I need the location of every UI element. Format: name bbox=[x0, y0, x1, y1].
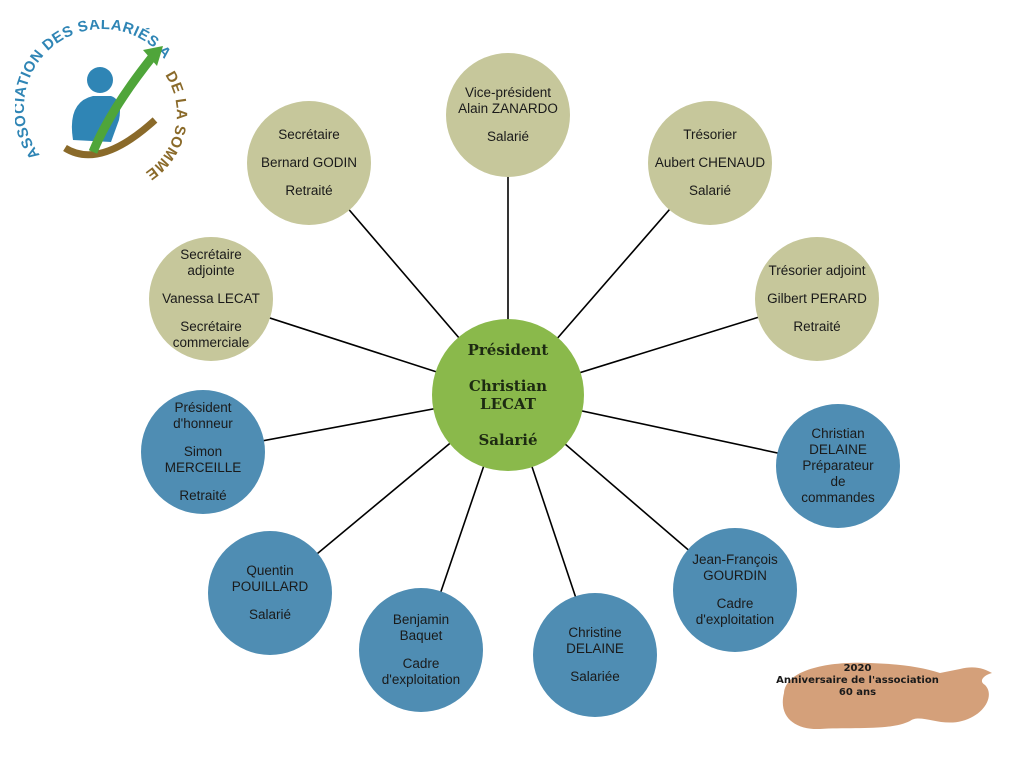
node-text-line: commerciale bbox=[172, 335, 250, 350]
node-text-line: Salarié bbox=[486, 129, 530, 144]
node-text-line: Benjamin bbox=[392, 612, 450, 627]
node-text-line: GOURDIN bbox=[703, 568, 767, 583]
badge-caption: Anniversaire de l'association bbox=[776, 675, 939, 686]
node-text-line: Secrétaire bbox=[180, 319, 242, 334]
node-text-line: Salariée bbox=[570, 669, 620, 684]
anniversary-badge-text: 2020 Anniversaire de l'association 60 an… bbox=[770, 663, 945, 699]
node-text-line: Aubert CHENAUD bbox=[654, 155, 766, 170]
node-text-line: d'honneur bbox=[173, 416, 233, 431]
anniversary-badge bbox=[782, 662, 992, 730]
node-text-line: Bernard GODIN bbox=[260, 155, 358, 170]
node-text-line: Quentin bbox=[246, 563, 294, 578]
node-text-line: Trésorier adjoint bbox=[768, 263, 866, 278]
node-text-line: DELAINE bbox=[566, 641, 624, 656]
node-text-line: Simon MERCEILLE bbox=[164, 444, 242, 475]
node-text-line: Cadre bbox=[402, 656, 440, 671]
node-text-line: POUILLARD bbox=[231, 579, 309, 594]
node-text-line: commandes bbox=[801, 490, 875, 505]
node-text-line: Président bbox=[174, 400, 232, 415]
node-text-line: Jean-François bbox=[692, 552, 778, 567]
node-text-line: Christian bbox=[811, 426, 865, 441]
node-text-line: adjointe bbox=[187, 263, 235, 278]
node-text-line: Président bbox=[467, 341, 549, 359]
badge-year: 2020 bbox=[843, 663, 872, 674]
node-text-line: Gilbert PERARD bbox=[767, 291, 867, 306]
node-text-line: Christine bbox=[568, 625, 622, 640]
node-text-line: de bbox=[830, 474, 846, 489]
node-text-line: Trésorier bbox=[683, 127, 737, 142]
node-text-line: Alain ZANARDO bbox=[458, 101, 558, 116]
node-text-line: Salarié bbox=[248, 607, 292, 622]
node-text-line: Retraité bbox=[179, 488, 227, 503]
node-text-line: Retraité bbox=[793, 319, 841, 334]
node-text-line: Retraité bbox=[285, 183, 333, 198]
node-text-line: Salarié bbox=[478, 431, 538, 449]
node-text-line: Vice-président bbox=[464, 85, 552, 100]
node-text-line: Vanessa LECAT bbox=[162, 291, 260, 306]
node-text-line: Cadre bbox=[716, 596, 754, 611]
node-text-line: DELAINE bbox=[809, 442, 867, 457]
node-text-line: d'exploitation bbox=[695, 612, 775, 627]
badge-age: 60 ans bbox=[838, 687, 877, 698]
node-text-line: d'exploitation bbox=[381, 672, 461, 687]
node-text-line: Secrétaire bbox=[180, 247, 242, 262]
node-text-line: Christian bbox=[468, 377, 548, 395]
node-text-line: Secrétaire bbox=[278, 127, 340, 142]
logo-figure-icon bbox=[63, 46, 163, 159]
node-text-line: LECAT bbox=[480, 395, 536, 413]
node-text-line: Baquet bbox=[399, 628, 443, 643]
association-logo: ASSOCIATION DES SALARIÉS AGRICOLES DE LA… bbox=[15, 20, 189, 183]
node-text-line: Salarié bbox=[688, 183, 732, 198]
badge-shape bbox=[782, 662, 992, 730]
node-text-line: Préparateur bbox=[802, 458, 874, 473]
